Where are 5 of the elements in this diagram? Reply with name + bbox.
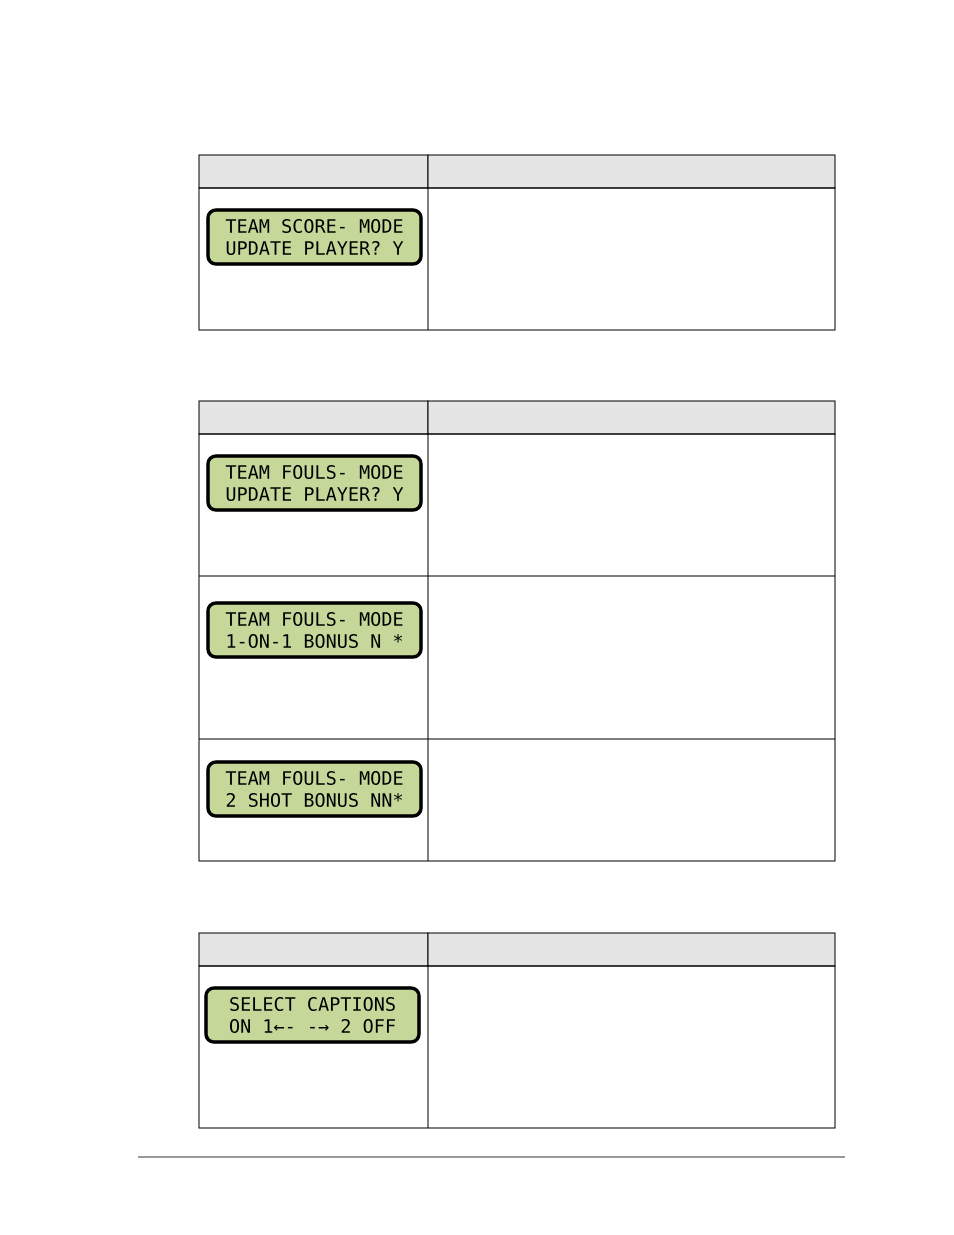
lcd-display: SELECT CAPTIONS ON 1←- -→ 2 OFF: [204, 986, 421, 1044]
lcd-display: TEAM FOULS- MODE 1-ON-1 BONUS N *: [206, 601, 423, 659]
lcd-display: TEAM FOULS- MODE 2 SHOT BONUS NN*: [206, 760, 423, 818]
lcd-display: TEAM SCORE- MODE UPDATE PLAYER? Y: [206, 208, 423, 266]
lcd-display: TEAM FOULS- MODE UPDATE PLAYER? Y: [206, 454, 423, 512]
